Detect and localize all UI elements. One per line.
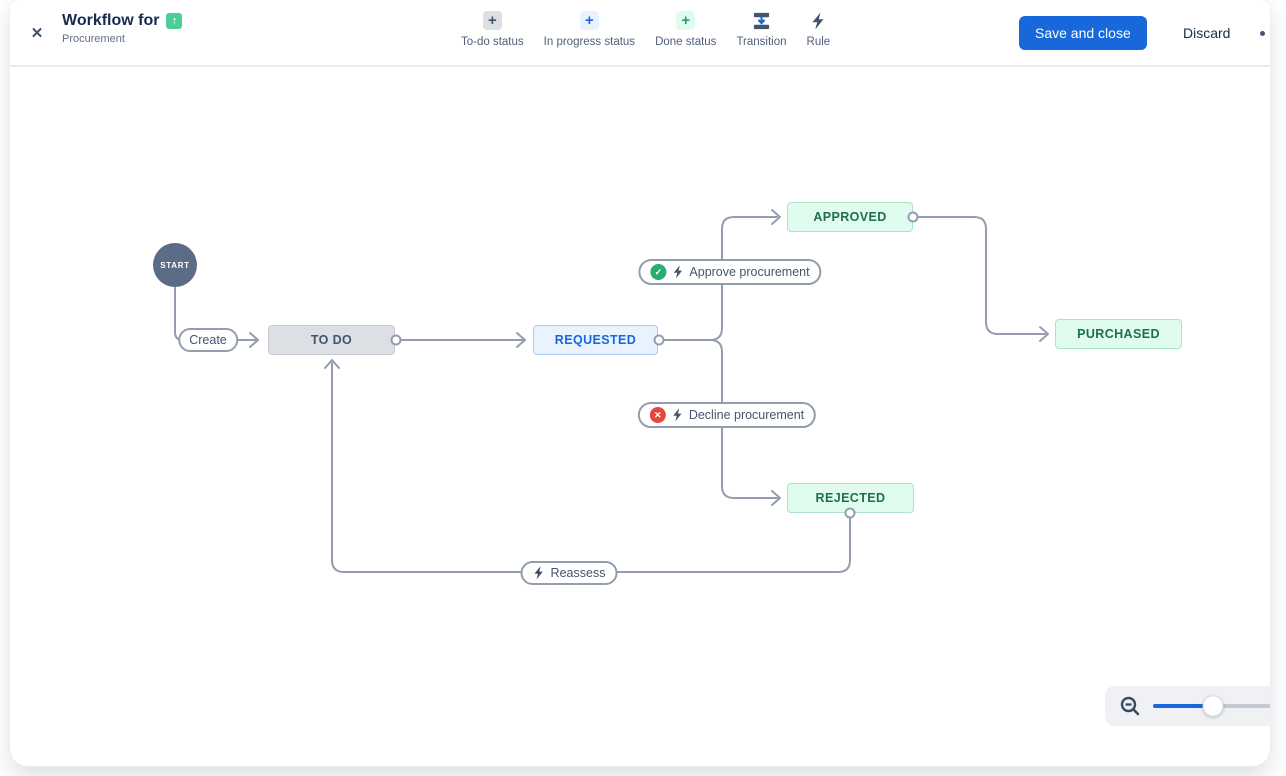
status-node-purchased[interactable]: PURCHASED bbox=[1055, 319, 1182, 349]
tool-label: In progress status bbox=[543, 36, 636, 48]
plus-icon: + bbox=[482, 11, 502, 30]
lightning-icon bbox=[809, 11, 828, 30]
add-transition-button[interactable]: Transition bbox=[736, 11, 787, 48]
tool-label: Done status bbox=[655, 36, 717, 48]
tool-label: To-do status bbox=[461, 36, 524, 48]
check-circle-icon: ✓ bbox=[650, 264, 667, 280]
transition-label: Approve procurement bbox=[689, 265, 810, 279]
zoom-slider-fill bbox=[1153, 704, 1214, 708]
port-approved-right[interactable] bbox=[907, 211, 919, 223]
transition-approve-procurement[interactable]: ✓ Approve procurement bbox=[638, 259, 822, 285]
zoom-slider-track[interactable] bbox=[1153, 695, 1270, 717]
save-and-close-button[interactable]: Save and close bbox=[1019, 16, 1147, 50]
title-block: Workflow for ↑ Procurement bbox=[62, 12, 183, 45]
magnifier-minus-icon[interactable] bbox=[1119, 695, 1141, 717]
overflow-dot-icon bbox=[1260, 31, 1265, 36]
add-rule-button[interactable]: Rule bbox=[806, 11, 831, 48]
plus-icon: + bbox=[676, 11, 696, 30]
add-done-status-button[interactable]: + Done status bbox=[655, 11, 716, 48]
page-subtitle: Procurement bbox=[62, 33, 125, 45]
transition-label: Decline procurement bbox=[688, 408, 805, 422]
port-requested-right[interactable] bbox=[653, 334, 665, 346]
lightning-icon bbox=[672, 408, 683, 422]
status-node-approved[interactable]: APPROVED bbox=[787, 202, 913, 232]
lightning-icon bbox=[533, 566, 545, 580]
transition-decline-procurement[interactable]: ✕ Decline procurement bbox=[637, 402, 817, 428]
tool-label: Transition bbox=[736, 36, 787, 48]
cross-circle-icon: ✕ bbox=[649, 407, 666, 423]
tool-label: Rule bbox=[806, 36, 831, 48]
port-rejected-bottom[interactable] bbox=[844, 507, 856, 519]
page-title: Workflow for bbox=[62, 12, 160, 29]
start-node[interactable]: START bbox=[153, 243, 197, 287]
discard-button[interactable]: Discard bbox=[1173, 16, 1240, 50]
editor-toolbar: + To-do status + In progress status + Do… bbox=[461, 11, 830, 48]
transition-label: Create bbox=[189, 333, 227, 347]
add-todo-status-button[interactable]: + To-do status bbox=[461, 11, 524, 48]
transition-create[interactable]: Create bbox=[178, 328, 238, 352]
transition-reassess[interactable]: Reassess bbox=[520, 561, 618, 585]
transition-label: Reassess bbox=[550, 566, 606, 580]
transition-icon bbox=[752, 11, 771, 30]
editor-header: ✕ Workflow for ↑ Procurement + To-do sta… bbox=[10, 0, 1270, 67]
lightning-icon bbox=[672, 265, 683, 279]
workflow-editor-window: ✕ Workflow for ↑ Procurement + To-do sta… bbox=[10, 0, 1270, 766]
status-node-todo[interactable]: TO DO bbox=[268, 325, 395, 355]
status-node-requested[interactable]: REQUESTED bbox=[533, 325, 658, 355]
zoom-slider-thumb[interactable] bbox=[1202, 695, 1224, 717]
add-inprogress-status-button[interactable]: + In progress status bbox=[544, 11, 635, 48]
port-todo-right[interactable] bbox=[390, 334, 402, 346]
close-icon[interactable]: ✕ bbox=[30, 25, 44, 42]
plus-icon: + bbox=[579, 11, 599, 30]
issue-type-icon: ↑ bbox=[166, 13, 183, 29]
zoom-control bbox=[1105, 686, 1270, 726]
